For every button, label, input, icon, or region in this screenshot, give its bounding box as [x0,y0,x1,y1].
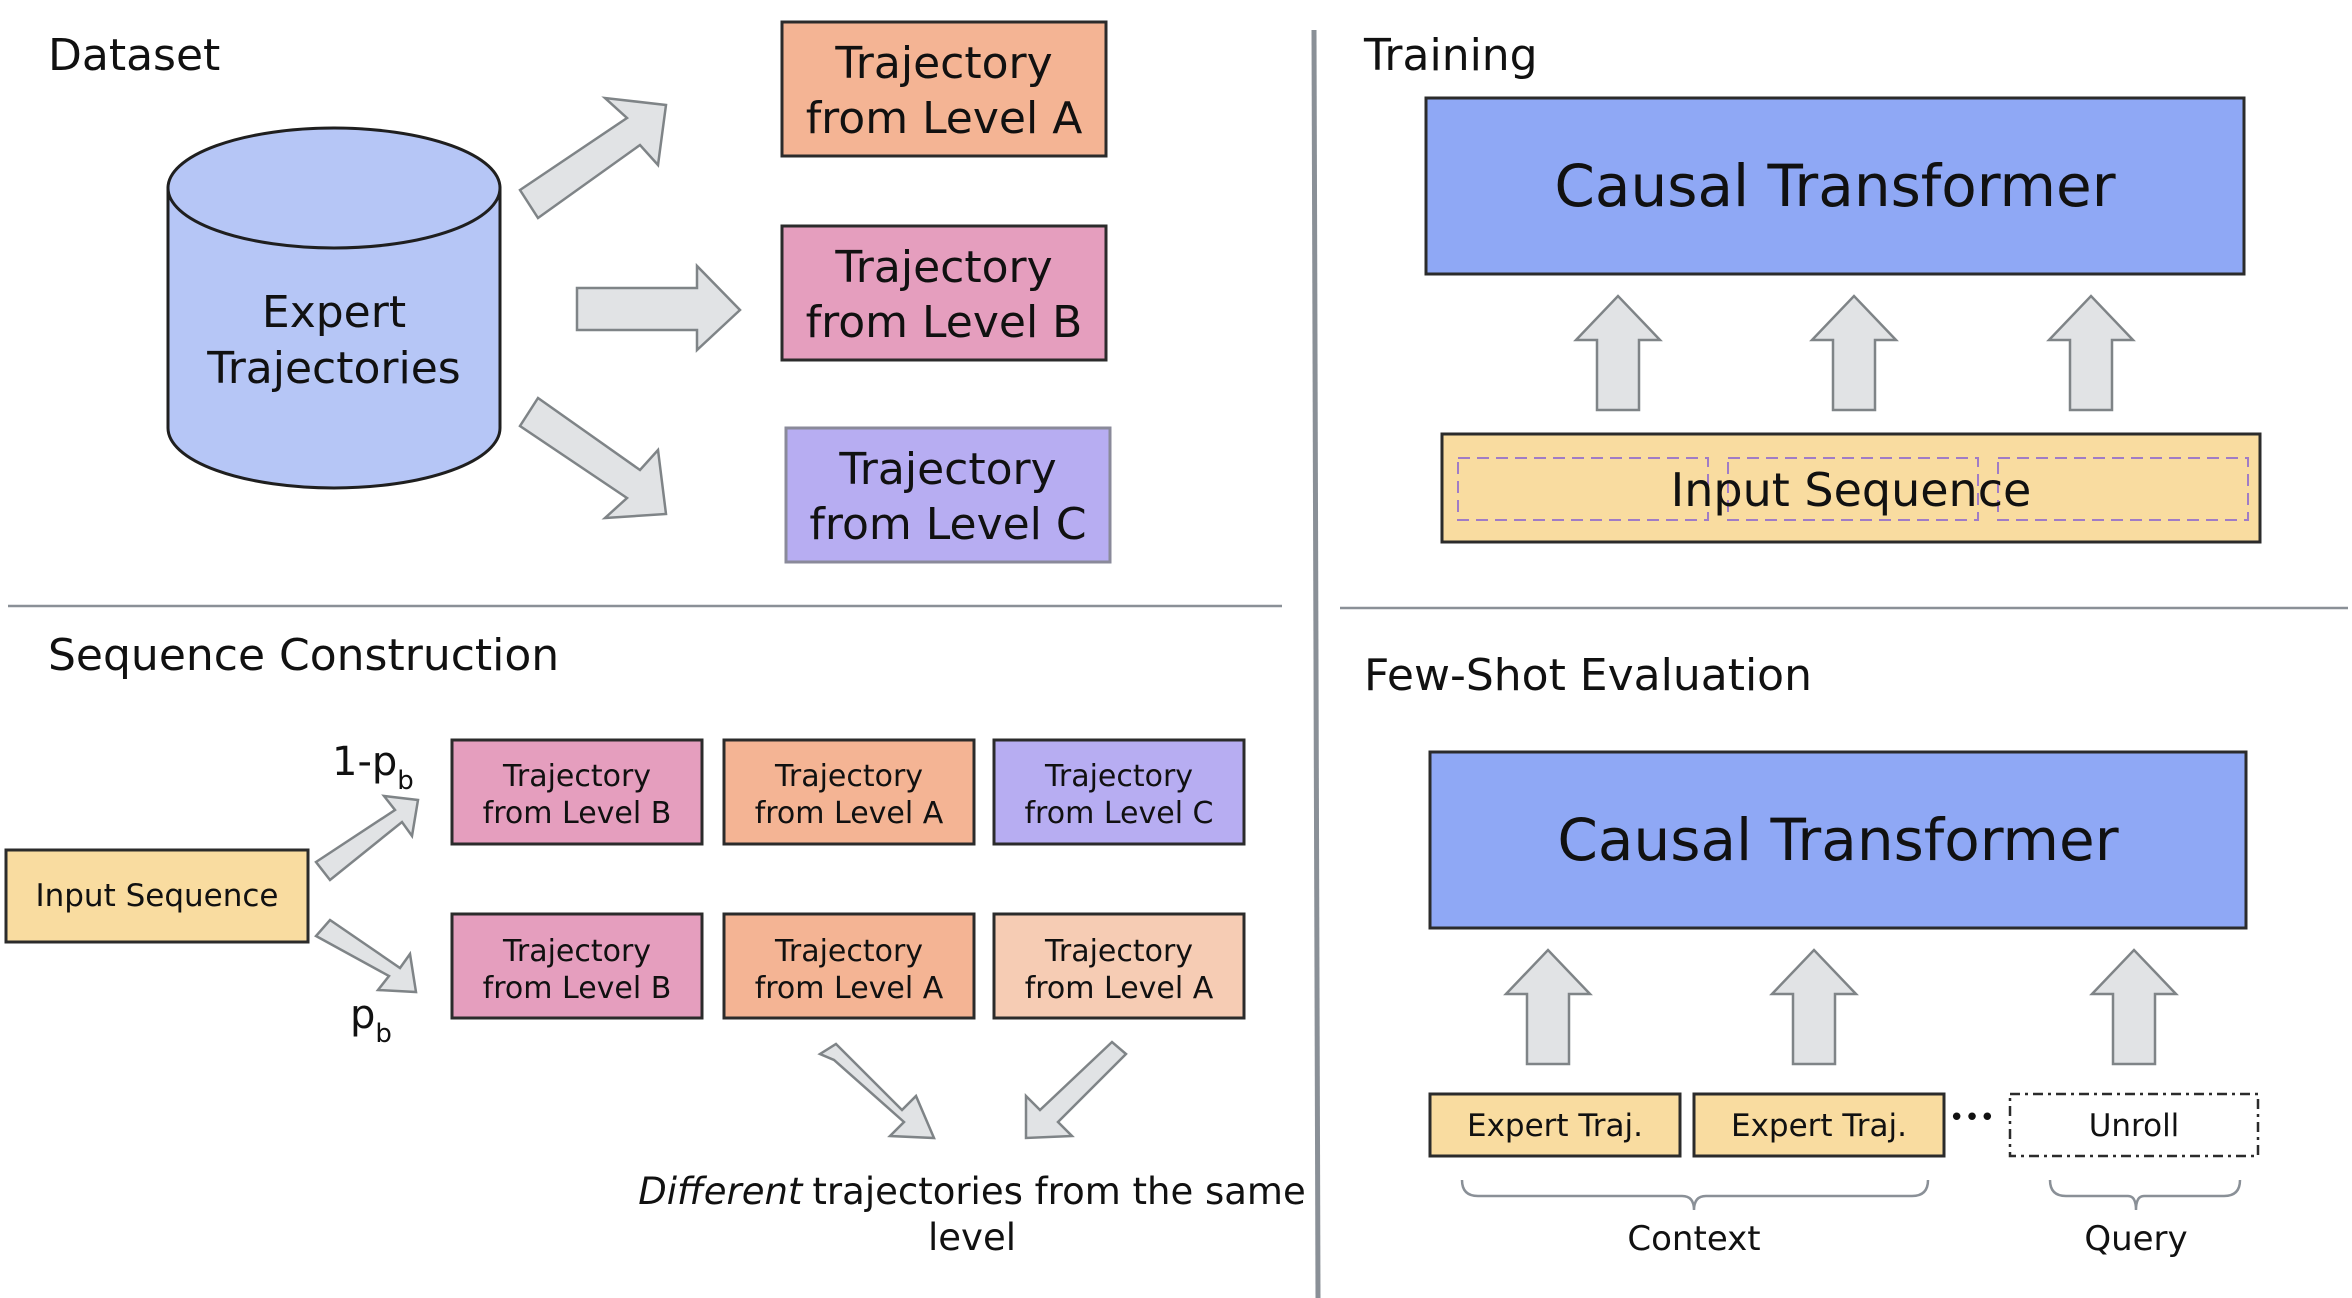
prob-top-label: 1-pb [332,739,414,796]
dataset-box-c-line2: from Level C [809,499,1086,550]
seq-row1-box1-line2: from Level B [483,796,672,831]
seq-note-line2: level [928,1216,1016,1259]
seq-row2-box1-line2: from Level B [483,971,672,1006]
fewshot-causal-transformer: Causal Transformer [1428,750,2248,930]
sequence-title: Sequence Construction [48,630,559,681]
training-up-arrow-1 [1573,294,1663,412]
seq-row1-box-3: Trajectory from Level C [992,738,1246,846]
fewshot-expert-traj-1: Expert Traj. [1428,1092,1682,1158]
seq-arrow-up-branch [314,794,420,882]
seq-arrow-to-note-right [1024,1040,1128,1140]
seq-row1-box-1: Trajectory from Level B [450,738,704,846]
dataset-box-level-c: Trajectory from Level C [784,426,1112,564]
dataset-box-c-line1: Trajectory [838,444,1056,495]
training-segment-2 [1727,457,1979,521]
fewshot-traj1-label: Expert Traj. [1467,1108,1643,1144]
fewshot-ellipsis: ••• [1949,1103,1995,1133]
training-up-arrow-3 [2046,294,2136,412]
seq-row2-box1-line1: Trajectory [502,934,651,969]
fewshot-up-arrow-3 [2089,948,2179,1066]
seq-row2-box3-line2: from Level A [1025,971,1214,1006]
cylinder-top [166,126,502,250]
dataset-box-b-line1: Trajectory [834,242,1052,293]
query-label: Query [2084,1219,2187,1259]
dataset-box-a-line1: Trajectory [834,38,1052,89]
training-segment-1 [1457,457,1709,521]
dataset-title: Dataset [48,30,220,81]
training-up-arrow-2 [1809,294,1899,412]
vertical-divider [1311,29,1321,1298]
training-input-sequence: Input Sequence [1440,432,2262,544]
seq-arrow-down-branch [314,918,418,994]
training-transformer-label: Causal Transformer [1554,152,2115,220]
seq-row1-box-2: Trajectory from Level A [722,738,976,846]
arrow-to-level-a [518,96,668,220]
seq-row2-box2-line2: from Level A [755,971,944,1006]
arrow-to-level-b [575,262,742,353]
context-label: Context [1627,1219,1760,1259]
fewshot-traj2-label: Expert Traj. [1731,1108,1907,1144]
seq-note-italic: Different [638,1170,804,1213]
seq-row1-box2-line1: Trajectory [774,759,923,794]
seq-arrow-to-note-left [817,1042,936,1140]
seq-row2-box-2: Trajectory from Level A [722,912,976,1020]
training-segment-3 [1997,457,2249,521]
dataset-box-a-line2: from Level A [806,93,1083,144]
fewshot-unroll-label: Unroll [2089,1108,2180,1144]
fewshot-title: Few-Shot Evaluation [1364,650,1812,701]
context-brace [1460,1179,1930,1211]
prob-top-sub: b [397,766,414,796]
fewshot-transformer-label: Causal Transformer [1557,806,2118,874]
fewshot-unroll-box: Unroll [2008,1092,2260,1158]
cylinder-label-line1: Expert [262,287,406,338]
training-causal-transformer: Causal Transformer [1424,96,2246,276]
fewshot-expert-traj-2: Expert Traj. [1692,1092,1946,1158]
dataset-box-level-a: Trajectory from Level A [780,20,1108,158]
cylinder-label-line2: Trajectories [206,343,460,394]
seq-row2-box-1: Trajectory from Level B [450,912,704,1020]
seq-row1-box1-line1: Trajectory [502,759,651,794]
arrow-to-level-c [518,396,668,520]
dataset-box-level-b: Trajectory from Level B [780,224,1108,362]
seq-row2-box3-line1: Trajectory [1044,934,1193,969]
expert-trajectories-cylinder: Expert Trajectories [166,126,502,490]
query-brace [2048,1179,2242,1211]
prob-top-main: 1-p [332,739,397,785]
seq-row1-box3-line1: Trajectory [1044,759,1193,794]
dataset-box-b-line2: from Level B [806,297,1083,348]
prob-bottom-sub: b [375,1019,392,1049]
sequence-input-box: Input Sequence [4,848,310,944]
fewshot-up-arrow-1 [1503,948,1593,1066]
cylinder-body [166,186,502,490]
fewshot-up-arrow-2 [1769,948,1859,1066]
seq-row2-box2-line1: Trajectory [774,934,923,969]
seq-row2-box-3: Trajectory from Level A [992,912,1246,1020]
sequence-input-label: Input Sequence [35,878,278,914]
seq-row1-box3-line2: from Level C [1024,796,1213,831]
training-title: Training [1363,30,1538,81]
seq-row1-box2-line2: from Level A [755,796,944,831]
prob-bottom-label: pb [350,992,392,1049]
seq-note-rest: trajectories from the same [812,1170,1305,1213]
prob-bottom-main: p [350,992,375,1038]
training-input-label: Input Sequence [1671,463,2032,517]
